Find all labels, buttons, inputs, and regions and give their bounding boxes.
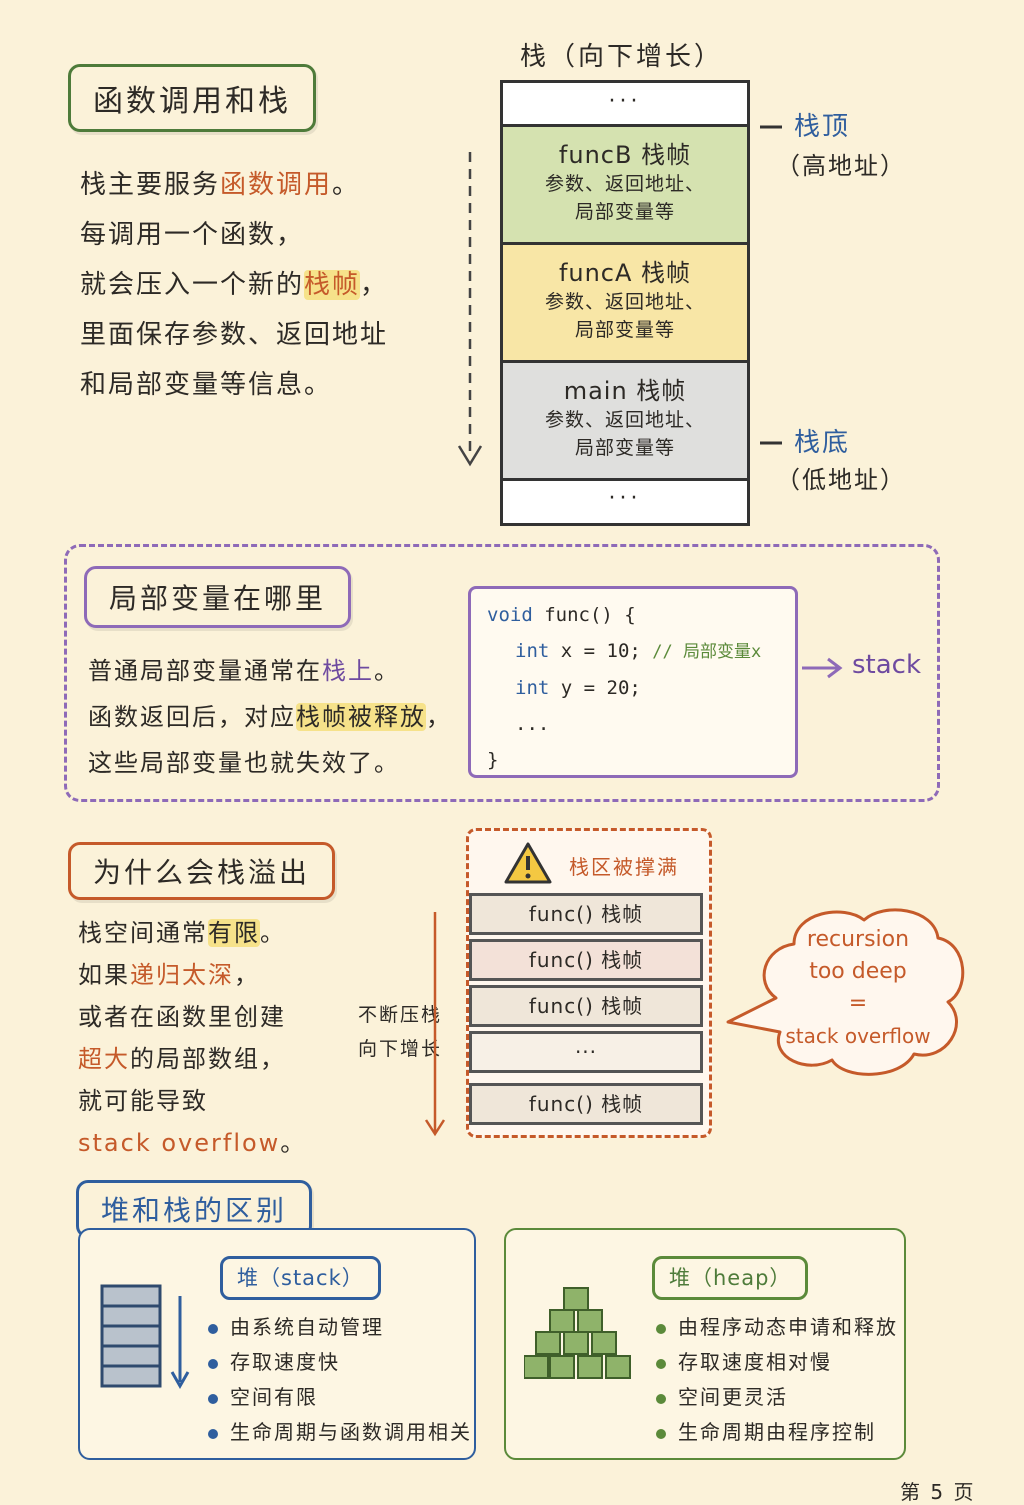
stack-top-label: 栈顶 [794,112,851,142]
speech-bubble-icon [726,908,965,1076]
para-line: 超大的局部数组， [78,1045,286,1073]
section1-title: 函数调用和栈 [68,64,316,132]
arrow-right-icon [802,657,843,679]
push-arrow-icon [424,912,446,1137]
section2-paragraph: 普通局部变量通常在栈上。 函数返回后，对应栈帧被释放， 这些局部变量也就失效了。 [88,648,452,786]
list-item: 存取速度快 [208,1345,472,1380]
overflow-frame: func() 栈帧 [469,1083,703,1125]
list-item: 空间更灵活 [656,1380,898,1415]
para-line: 如果递归太深， [78,961,260,989]
para-line: 普通局部变量通常在栈上。 [88,657,400,685]
stack-pill: 堆（stack） [220,1256,381,1300]
stack-diagram: ··· funcB 栈帧 参数、返回地址、 局部变量等 funcA 栈帧 参数、… [500,80,750,526]
section2-title: 局部变量在哪里 [84,566,352,628]
overflow-frame: func() 栈帧 [469,893,703,935]
top-pointer-icon [760,125,782,129]
overflow-frame: func() 栈帧 [469,939,703,981]
push-label: 不断压栈 向下增长 [358,1004,443,1060]
para-line: 就会压入一个新的栈帧， [80,270,389,300]
heap-cubes-icon [524,1287,631,1379]
overflow-frame: func() 栈帧 [469,985,703,1027]
stack-top-sub: （高地址） [776,152,906,180]
heap-compare-card: 堆（heap） 由程序动态申请和释放 存取速度相对慢 空间更灵活 生命周期由程序… [504,1228,906,1460]
bottom-pointer-icon [760,441,782,445]
growth-arrow-icon [457,152,483,467]
stack-blocks-icon [100,1284,190,1390]
section2-frame [64,544,940,802]
section2-title-text: 局部变量在哪里 [109,582,327,615]
page-number: 第 5 页 [900,1480,976,1504]
list-item: 由系统自动管理 [208,1310,472,1345]
para-line: 函数返回后，对应栈帧被释放， [88,703,452,731]
para-line: 这些局部变量也就失效了。 [88,749,400,777]
stack-bottom-sub: （低地址） [776,466,906,494]
section3-title: 为什么会栈溢出 [68,842,336,900]
para-line: 栈主要服务函数调用。 [80,170,361,200]
para-line: 和局部变量等信息。 [80,370,333,400]
bubble-text: recursion too deep = stack overflow [785,927,931,1048]
stack-top-dots: ··· [503,83,747,127]
section1-title-text: 函数调用和栈 [93,84,291,119]
para-line: 就可能导致 [78,1087,208,1115]
stack-bottom-label: 栈底 [794,428,851,458]
stack-bottom-dots: ··· [608,486,642,511]
warning-text: 栈区被撑满 [569,855,679,879]
stack-compare-card: 堆（stack） 由系统自动管理 存取速度快 空间有限 生命周期与函数调用相关 [78,1228,476,1460]
list-item: 存取速度相对慢 [656,1345,898,1380]
code-snippet: void func() { int x = 10; // 局部变量x int y… [468,586,798,778]
list-item: 生命周期与函数调用相关 [208,1415,472,1450]
para-line: 里面保存参数、返回地址 [80,320,389,350]
section3-paragraph: 栈空间通常有限。 如果递归太深， 或者在函数里创建 超大的局部数组， 就可能导致… [78,912,306,1164]
para-line: stack overflow。 [78,1129,307,1157]
overflow-stack: 栈区被撑满 func() 栈帧 func() 栈帧 func() 栈帧 ··· … [466,828,712,1138]
section1-paragraph: 栈主要服务函数调用。 每调用一个函数， 就会压入一个新的栈帧， 里面保存参数、返… [80,160,388,410]
list-item: 空间有限 [208,1380,472,1415]
stack-label: stack [852,650,922,680]
list-item: 生命周期由程序控制 [656,1415,898,1450]
stack-frame-main: main 栈帧 参数、返回地址、 局部变量等 [503,363,747,481]
section3-title-text: 为什么会栈溢出 [93,856,311,889]
para-line: 或者在函数里创建 [78,1003,286,1031]
heap-pill: 堆（heap） [652,1256,809,1300]
para-line: 每调用一个函数， [80,220,305,250]
heap-feature-list: 由程序动态申请和释放 存取速度相对慢 空间更灵活 生命周期由程序控制 [656,1310,898,1450]
stack-frame-funcA: funcA 栈帧 参数、返回地址、 局部变量等 [503,245,747,363]
section4-title-text: 堆和栈的区别 [101,1194,288,1227]
warning-icon [504,842,552,884]
stack-frame-funcB: funcB 栈帧 参数、返回地址、 局部变量等 [503,127,747,245]
para-line: 栈空间通常有限。 [78,919,286,947]
stack-title: 栈（向下增长） [520,42,724,72]
stack-feature-list: 由系统自动管理 存取速度快 空间有限 生命周期与函数调用相关 [208,1310,472,1450]
list-item: 由程序动态申请和释放 [656,1310,898,1345]
overflow-frame-dots: ··· [469,1031,703,1073]
